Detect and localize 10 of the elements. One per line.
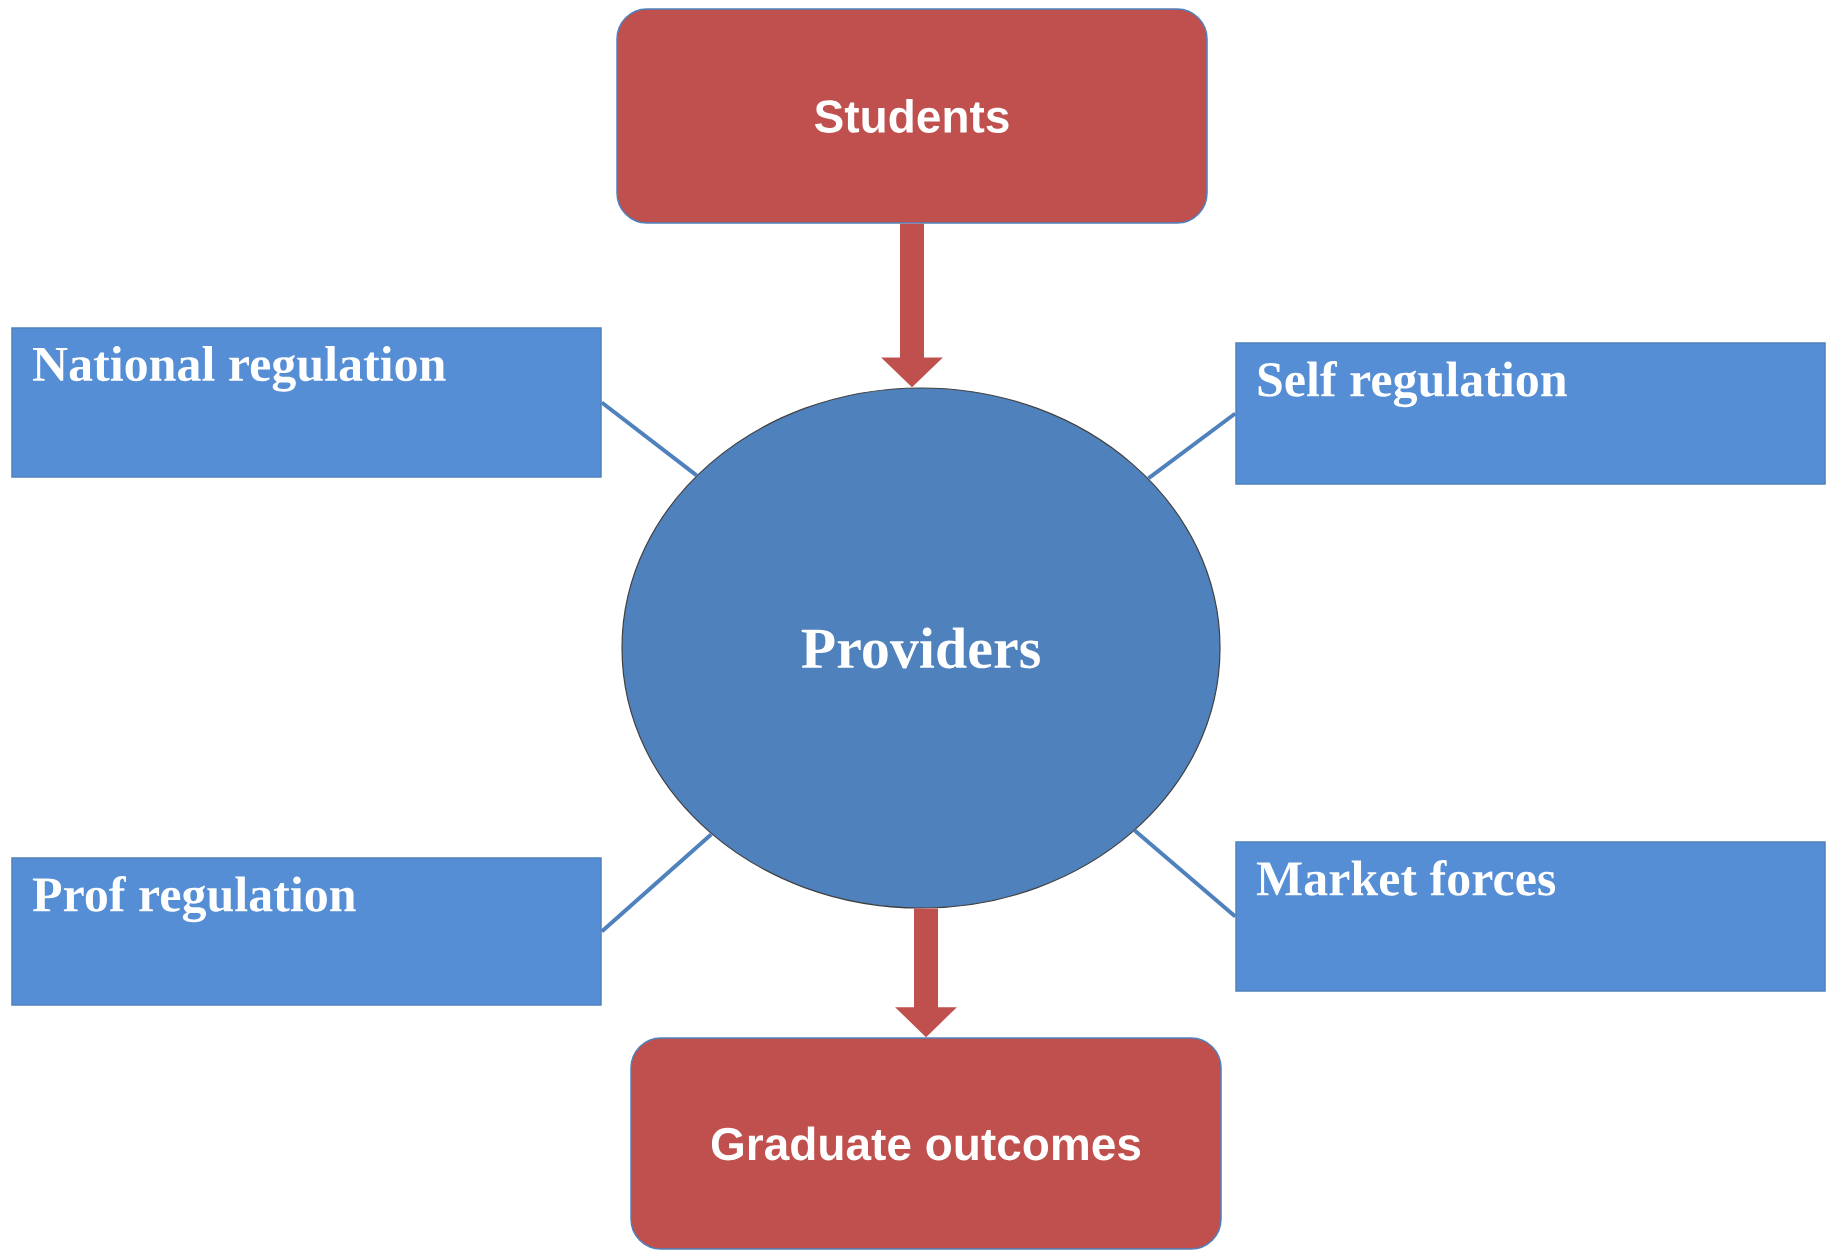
connector-line: [1147, 411, 1237, 480]
connector-line: [600, 400, 698, 477]
process-box: National regulation: [11, 327, 602, 478]
rounded-box: Students: [616, 8, 1208, 224]
process-box: Self regulation: [1235, 342, 1826, 485]
connector-line: [1133, 829, 1237, 918]
process-box: Market forces: [1235, 841, 1826, 992]
connector-line: [600, 832, 713, 933]
rounded-box: Graduate outcomes: [630, 1037, 1222, 1250]
process-box: Prof regulation: [11, 857, 602, 1006]
